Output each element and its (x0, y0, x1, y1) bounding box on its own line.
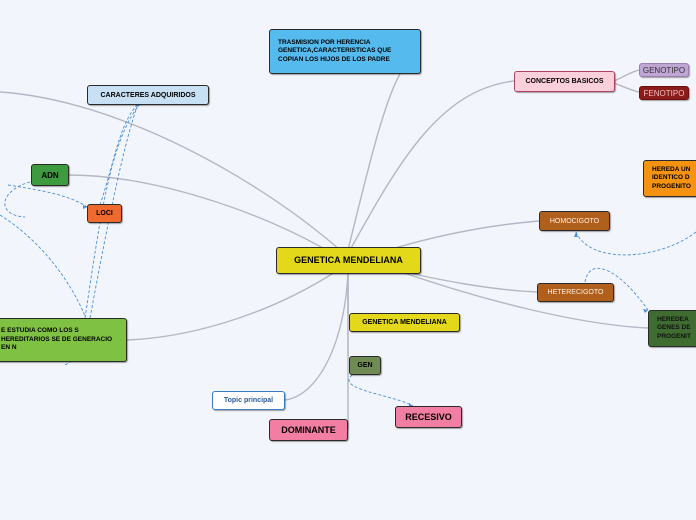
node-estudia-label: E ESTUDIA COMO LOS S HEREDITARIOS SE DE … (1, 327, 113, 352)
node-conceptos-label: CONCEPTOS BASICOS (525, 78, 604, 85)
dashed-link-homocigoto (575, 231, 696, 256)
node-heredea-label: HEREDEA GENES DE PROGENIT (657, 315, 691, 340)
link-conceptos (349, 80, 515, 251)
node-heterecigoto-label: HETERECIGOTO (547, 289, 604, 296)
node-hereda-un-label: HEREDA UN IDENTICO D PROGENITO (652, 165, 691, 190)
node-recesivo-label: RECESIVO (405, 411, 452, 422)
node-loci-label: LOCI (96, 210, 113, 217)
node-recesivo[interactable]: RECESIVO (395, 406, 462, 428)
link-topic (284, 271, 349, 401)
node-topic-label: Topic principal (223, 397, 274, 404)
node-genetica-mendeliana-2[interactable]: GENETICA MENDELIANA (349, 313, 460, 332)
dashed-link-estudia-caracteres-2 (89, 103, 139, 319)
dashed-link-gen-recesivo (348, 374, 414, 407)
arrow-head-homocigoto (574, 232, 578, 237)
dashed-link-adn-loci (7, 184, 88, 208)
node-genetica2-label: GENETICA MENDELIANA (362, 319, 447, 326)
node-homocigoto-label: HOMOCIGOTO (549, 217, 600, 225)
dashed-link-loci-caracteres (99, 101, 141, 206)
arrow-head-heredea (643, 309, 648, 313)
node-trasmision-herencia[interactable]: TRASMISION POR HERENCIA GENETICA,CARACTE… (269, 29, 421, 74)
node-genotipo-label: GENOTIPO (642, 65, 686, 75)
node-dominante-label: DOMINANTE (281, 424, 336, 435)
link-heredea (389, 267, 649, 329)
central-topic-genetica-mendeliana[interactable]: GENETICA MENDELIANA (276, 247, 421, 274)
link-homocigoto (394, 220, 540, 249)
link-estudia (126, 271, 336, 341)
node-fenotipo-label: FENOTIPO (643, 88, 685, 98)
node-estudia[interactable]: E ESTUDIA COMO LOS S HEREDITARIOS SE DE … (0, 318, 127, 362)
link-trasmision (347, 73, 401, 251)
node-homocigoto[interactable]: HOMOCIGOTO (539, 211, 610, 231)
node-gen-label: GEN (357, 362, 373, 369)
node-heterecigoto[interactable]: HETERECIGOTO (537, 283, 614, 302)
node-hereda-un[interactable]: HEREDA UN IDENTICO D PROGENITO (643, 160, 696, 197)
dashed-link-heterecigoto-heredea (584, 267, 649, 311)
link-caracteres (0, 91, 341, 251)
node-topic-principal[interactable]: Topic principal (212, 391, 285, 410)
dashed-link-estudia-caracteres (84, 103, 141, 319)
link-genotipo (613, 69, 640, 82)
node-dominante[interactable]: DOMINANTE (269, 419, 348, 441)
node-gen[interactable]: GEN (349, 356, 381, 375)
node-fenotipo[interactable]: FENOTIPO (639, 86, 689, 100)
arrow-head-loci (83, 205, 87, 209)
link-adn (68, 174, 336, 256)
node-adn-label: ADN (41, 170, 59, 180)
dashed-link-left-loop-2 (0, 214, 86, 317)
node-loci[interactable]: LOCI (87, 204, 122, 223)
node-heredea-genes[interactable]: HEREDEA GENES DE PROGENIT (648, 310, 696, 347)
node-trasmision-label: TRASMISION POR HERENCIA GENETICA,CARACTE… (278, 38, 392, 63)
node-caracteres-label: CARACTERES ADQUIRIDOS (100, 91, 196, 99)
node-caracteres-adquiridos[interactable]: CARACTERES ADQUIRIDOS (87, 85, 209, 105)
node-conceptos-basicos[interactable]: CONCEPTOS BASICOS (514, 71, 615, 92)
node-genotipo[interactable]: GENOTIPO (639, 63, 689, 77)
dashed-link-left-loop (4, 181, 31, 218)
link-fenotipo (613, 82, 640, 93)
node-adn[interactable]: ADN (31, 164, 69, 186)
central-topic-label: GENETICA MENDELIANA (294, 255, 403, 265)
